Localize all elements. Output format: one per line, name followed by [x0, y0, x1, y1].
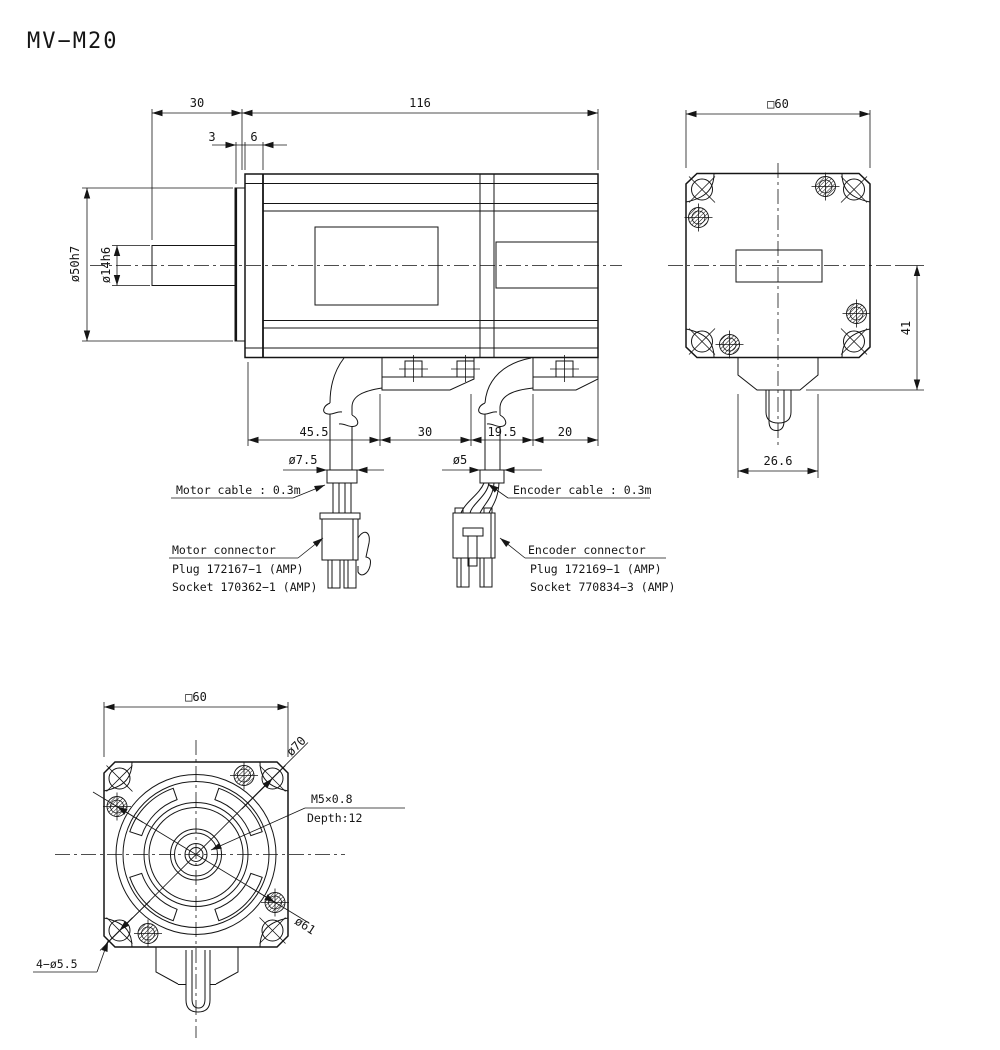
dim-shaft-length: 30 — [190, 96, 204, 110]
rear-view: □60 41 26.6 — [668, 97, 924, 478]
motor-nameplate — [314, 226, 439, 306]
mount-block-motor — [381, 355, 480, 391]
dim-rear-offset: 20 — [558, 425, 572, 439]
callouts: Motor cable : 0.3m Encoder cable : 0.3m … — [169, 483, 675, 594]
rear-cable-exit — [737, 357, 819, 391]
dim-center-to-bottom: 41 — [899, 321, 913, 335]
dim-motor-to-encoder-cable: 30 — [418, 425, 432, 439]
dim-group-rear: □60 41 26.6 — [685, 97, 924, 478]
front-frame-outline — [103, 761, 289, 948]
dim-encoder-cable-offset: 19.5 — [488, 425, 517, 439]
encoder-cable-label: Encoder cable : 0.3m — [513, 483, 652, 497]
encoder-connector-plug: Plug 172169−1 (AMP) — [530, 562, 662, 576]
dim-flange-dia: ø50h7 — [68, 246, 82, 282]
drawing-title: MV−M20 — [27, 29, 118, 54]
front-cable-exit — [155, 947, 179, 985]
dim-motor-cable-dia: ø7.5 — [289, 453, 318, 467]
dim-screw-circle: ø61 — [292, 914, 318, 938]
dim-body-length: 116 — [409, 96, 431, 110]
rear-frame-outline — [685, 172, 871, 359]
rear-cover-screws — [684, 172, 871, 359]
motor-connector-socket: Socket 170362−1 (AMP) — [172, 580, 317, 594]
dim-group-bottom: 45.5 30 19.5 20 — [247, 361, 599, 446]
mount-block-encoder — [532, 355, 599, 391]
dim-bolt-circle: ø70 — [284, 734, 309, 759]
dim-front-to-motor-cable: 45.5 — [300, 425, 329, 439]
motor-connector — [319, 512, 371, 589]
connector-latch — [357, 531, 371, 576]
motor-connector-label: Motor connector — [172, 543, 276, 557]
motor-connector-plug: Plug 172167−1 (AMP) — [172, 562, 304, 576]
front-cable — [185, 950, 211, 1013]
dim-group-flange: 3 6 — [208, 130, 287, 184]
encoder-connector-label: Encoder connector — [528, 543, 646, 557]
dim-boss-thickness: 3 — [208, 130, 215, 144]
encoder-nameplate — [495, 241, 599, 289]
rear-connector-cutout — [735, 249, 823, 283]
dim-group-front: □60 ø70 ø61 M5×0.8 Depth:12 4−ø5.5 — [33, 690, 405, 973]
mount-holes-label: 4−ø5.5 — [36, 957, 78, 971]
dim-group-top: 30 116 — [151, 96, 599, 240]
dim-rear-frame: □60 — [767, 97, 789, 111]
motor-cable-label: Motor cable : 0.3m — [176, 483, 301, 497]
encoder-connector-socket: Socket 770834−3 (AMP) — [530, 580, 675, 594]
motor-cable — [323, 357, 383, 513]
encoder-cable — [460, 357, 534, 514]
dim-flange-thickness: 6 — [250, 130, 257, 144]
dim-front-frame: □60 — [185, 690, 207, 704]
front-corner-holes — [106, 765, 286, 944]
side-view: 30 116 3 6 ø50h7 ø14h6 — [68, 96, 622, 589]
rear-corner-holes — [688, 176, 868, 355]
front-view: □60 ø70 ø61 M5×0.8 Depth:12 4−ø5.5 — [33, 690, 405, 1038]
dim-shaft-dia: ø14h6 — [99, 247, 113, 283]
tap-depth-label: Depth:12 — [307, 811, 362, 825]
dim-group-cable-dia: ø7.5 ø5 — [283, 453, 542, 474]
encoder-connector — [452, 507, 496, 588]
encoder-cable-jacket-end — [479, 469, 505, 484]
tap-label: M5×0.8 — [311, 792, 353, 806]
dim-encoder-cable-dia: ø5 — [453, 453, 467, 467]
dim-cable-exit-width: 26.6 — [764, 454, 793, 468]
dim-group-left: ø50h7 ø14h6 — [68, 187, 233, 342]
motor-cable-jacket-end — [326, 469, 358, 484]
